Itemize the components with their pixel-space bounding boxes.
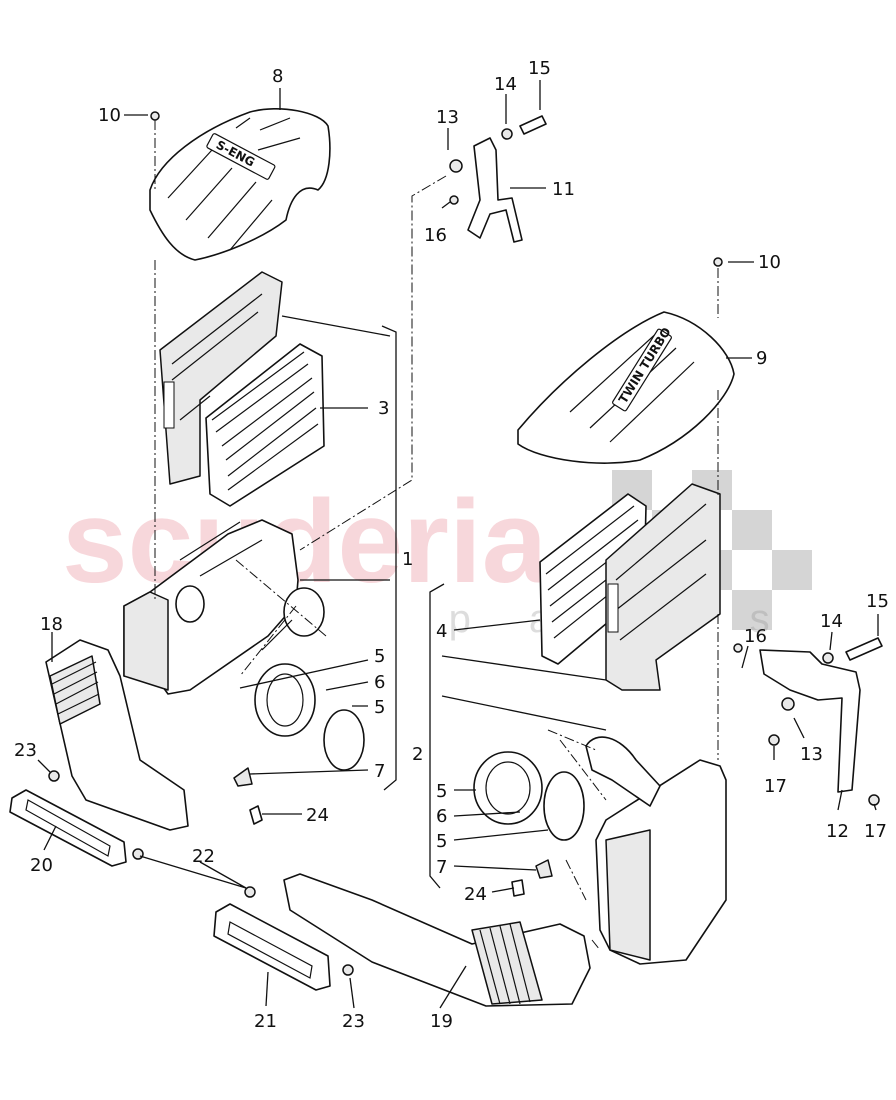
label-5-left-b: 5: [374, 697, 385, 718]
bracket-top: [467, 137, 523, 243]
intake-duct-right: [283, 873, 591, 1007]
air-filter-housing-left: [123, 519, 325, 695]
intake-bracket-left: [9, 789, 127, 867]
part-labels: 8 10 13 14 15 11 16 10 9 3 1 18 5 6 5 7 …: [14, 58, 889, 1032]
label-15-right: 15: [866, 591, 889, 612]
label-1: 1: [402, 549, 413, 570]
label-2: 2: [412, 744, 423, 765]
label-5-left-a: 5: [374, 646, 385, 667]
leader-lines: [37, 80, 879, 1009]
sensor-left: [249, 805, 263, 825]
label-16-right: 16: [744, 626, 767, 647]
alignment-lines: [154, 120, 719, 951]
label-3: 3: [378, 398, 389, 419]
label-14-right: 14: [820, 611, 843, 632]
label-10-right: 10: [758, 252, 781, 273]
filter-frame-left: [159, 271, 283, 485]
label-24-left: 24: [306, 805, 329, 826]
label-4: 4: [436, 621, 447, 642]
label-22: 22: [192, 846, 215, 867]
filter-frame-right: [605, 483, 721, 691]
grommet-right: [535, 859, 553, 879]
label-7-left: 7: [374, 761, 385, 782]
clamp-set-right: [473, 751, 585, 841]
bracket-right: [759, 649, 861, 793]
label-6-left: 6: [374, 672, 385, 693]
label-21: 21: [254, 1011, 277, 1032]
label-5-right-b: 5: [436, 831, 447, 852]
label-13-top: 13: [436, 107, 459, 128]
label-7-right: 7: [436, 857, 447, 878]
label-10-left: 10: [98, 105, 121, 126]
label-23-left: 23: [14, 740, 37, 761]
label-14-top: 14: [494, 74, 517, 95]
air-filter-housing-right: [585, 736, 727, 965]
intake-bracket-right: [213, 903, 331, 991]
label-5-right-a: 5: [436, 781, 447, 802]
label-6-right: 6: [436, 806, 447, 827]
label-24-right: 24: [464, 884, 487, 905]
sensor-right: [511, 879, 525, 897]
engine-cover-right: TWIN TURBO: [517, 311, 735, 464]
clamp-set-left: [254, 663, 365, 771]
label-16-top: 16: [424, 225, 447, 246]
label-12: 12: [826, 821, 849, 842]
label-9: 9: [756, 348, 767, 369]
grommet-left: [233, 767, 253, 787]
group-brackets: [381, 325, 445, 889]
label-18: 18: [40, 614, 63, 635]
label-20: 20: [30, 855, 53, 876]
label-23-right: 23: [342, 1011, 365, 1032]
label-17-right: 17: [864, 821, 887, 842]
air-filter-left: [205, 343, 325, 507]
label-8: 8: [272, 66, 283, 87]
intake-duct-left: [45, 639, 189, 831]
label-15-top: 15: [528, 58, 551, 79]
label-17-left: 17: [764, 776, 787, 797]
label-11: 11: [552, 179, 575, 200]
label-13-right: 13: [800, 744, 823, 765]
label-19: 19: [430, 1011, 453, 1032]
watermark-main: scuderia: [62, 476, 549, 608]
engine-cover-left: S-ENG: [149, 108, 331, 261]
